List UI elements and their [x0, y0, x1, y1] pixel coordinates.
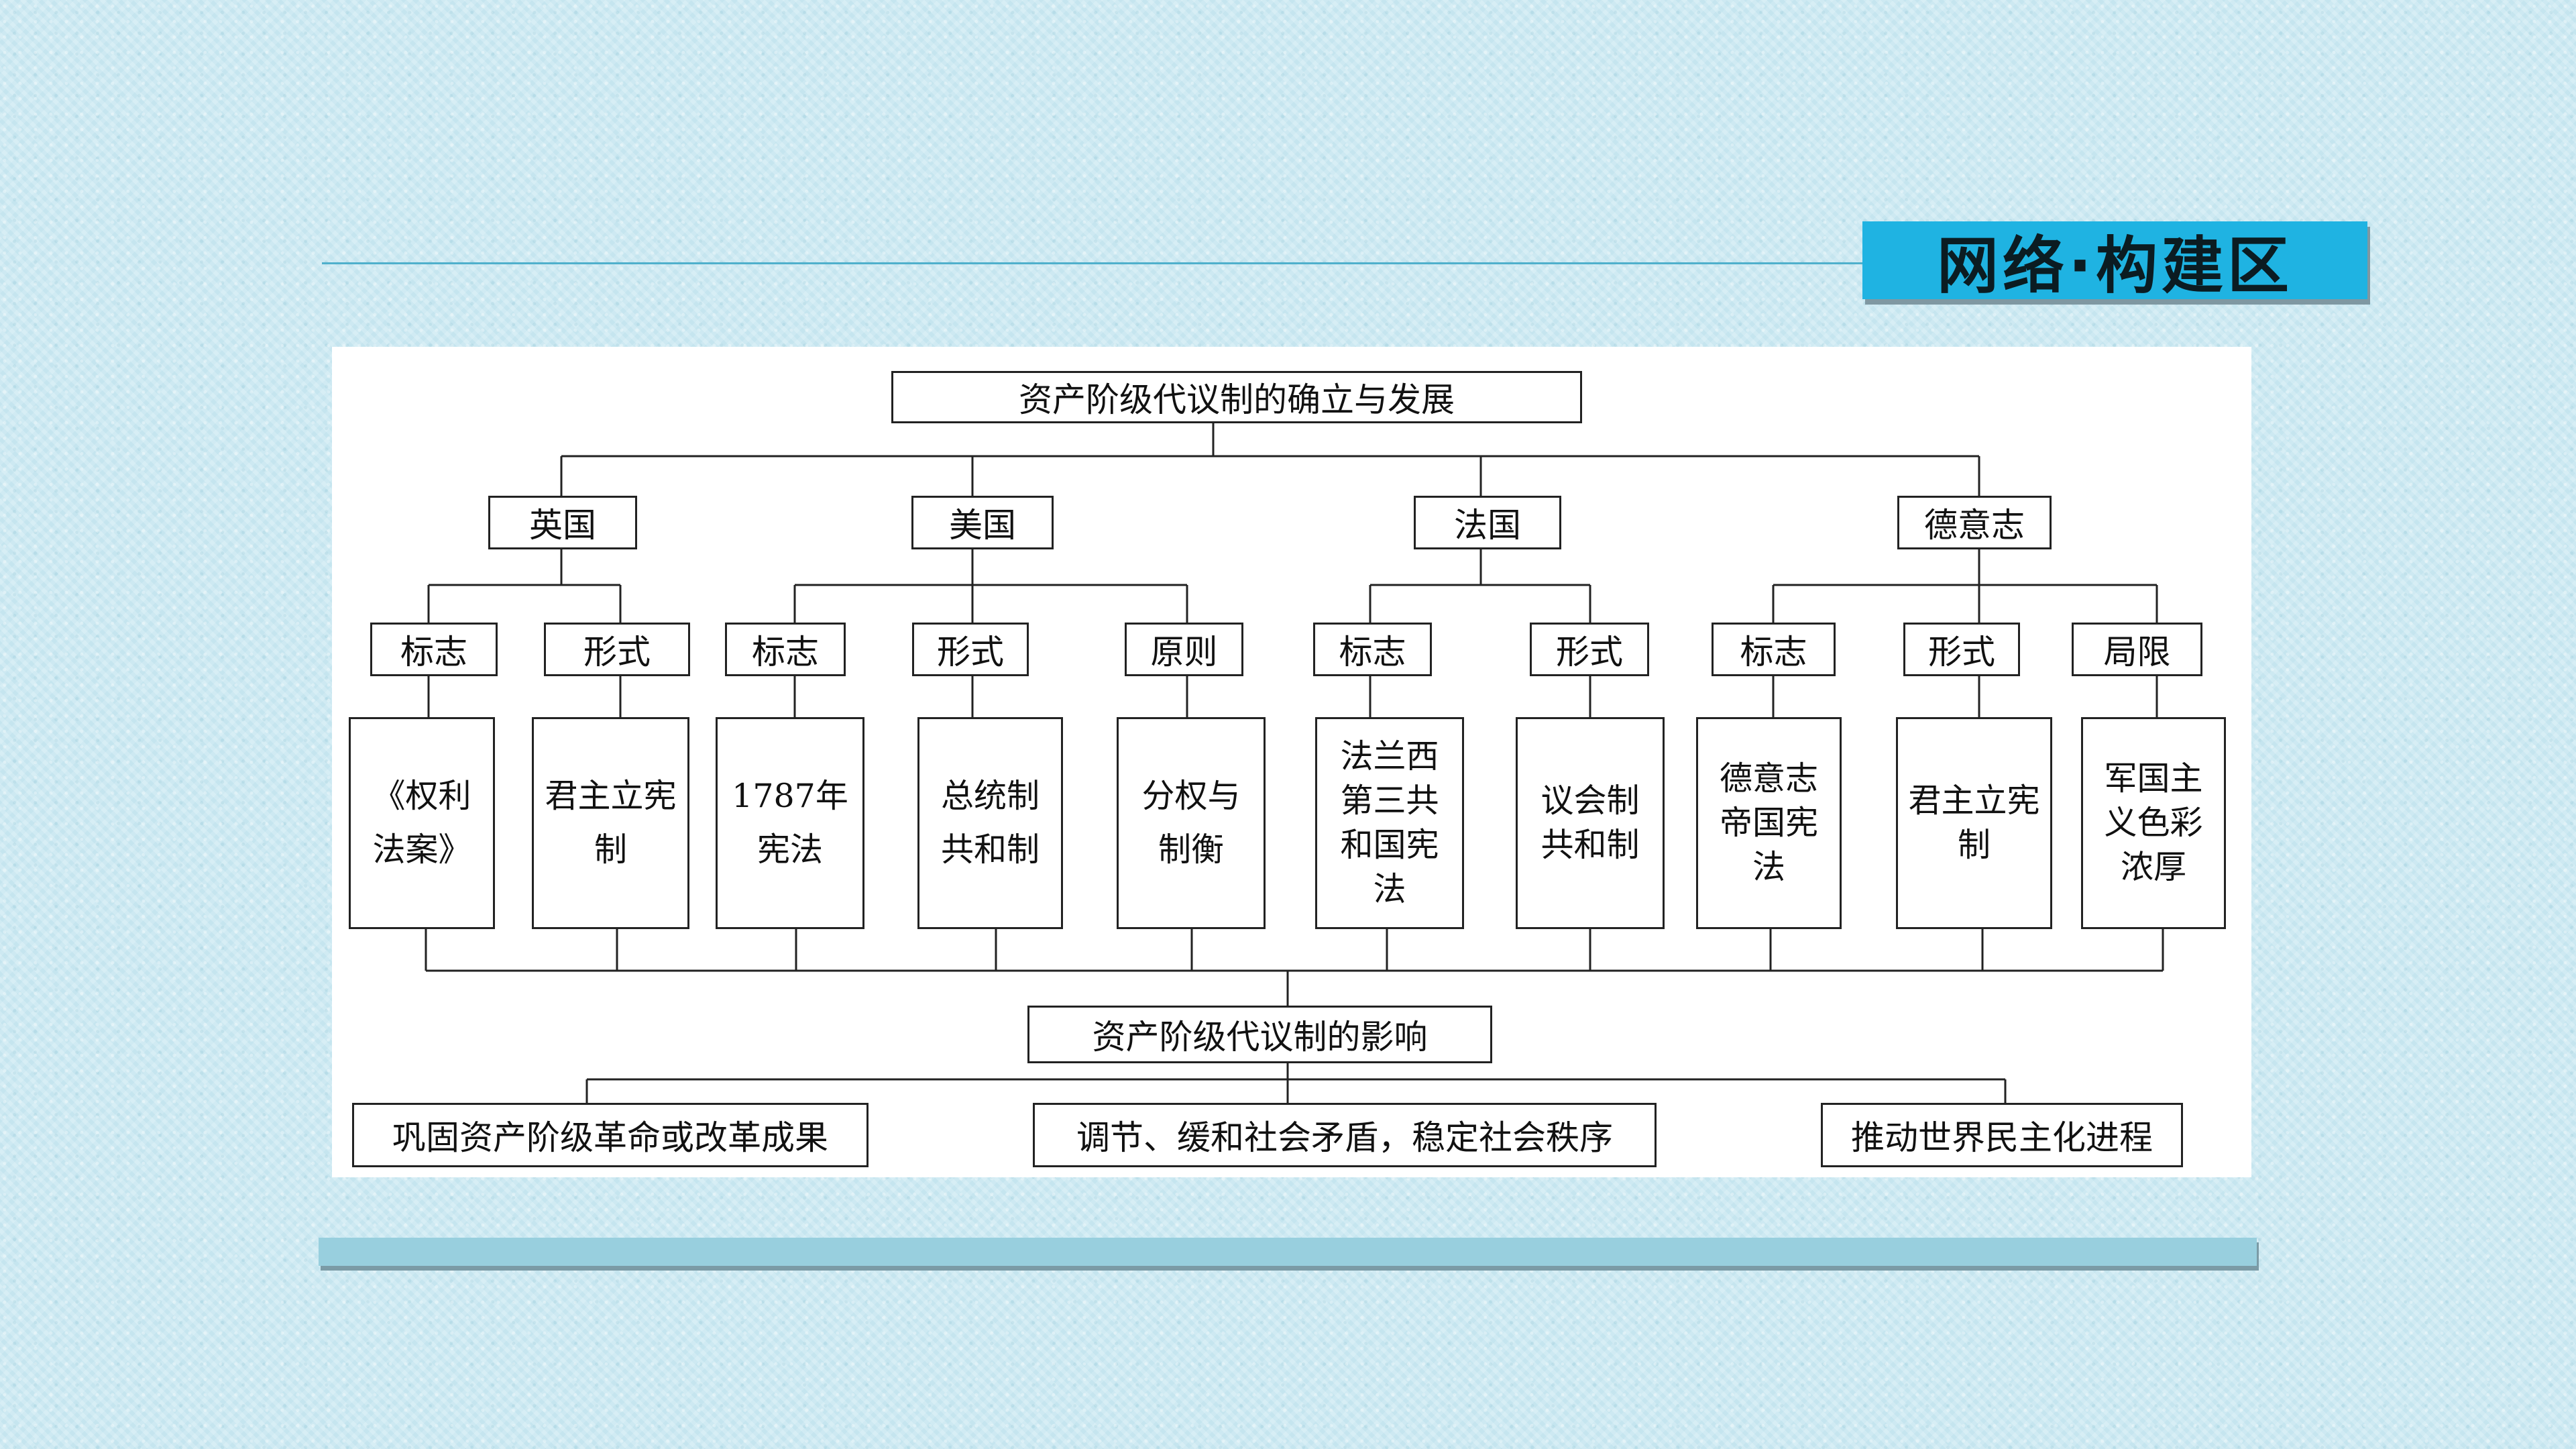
- detail-germany-constitutional-monarchy: 君主立宪制: [1896, 717, 2052, 929]
- connector-lines: [425, 423, 2164, 1103]
- influence-title: 资产阶级代议制的影响: [1027, 1006, 1492, 1063]
- diagram-panel: 资产阶级代议制的确立与发展 英国 美国 法国 德意志 标志 形式 标志 形式 原…: [332, 347, 2251, 1177]
- diagram-title: 资产阶级代议制的确立与发展: [891, 371, 1582, 423]
- country-france: 法国: [1414, 496, 1561, 549]
- aspect-germany-form: 形式: [1903, 623, 2020, 676]
- aspect-usa-marker: 标志: [725, 623, 846, 676]
- header-rule: [322, 262, 1864, 264]
- aspect-england-marker: 标志: [370, 623, 498, 676]
- detail-german-empire-constitution: 德意志帝国宪法: [1696, 717, 1842, 929]
- detail-england-constitutional-monarchy: 君主立宪制: [532, 717, 689, 929]
- country-usa: 美国: [911, 496, 1054, 549]
- aspect-germany-marker: 标志: [1712, 623, 1836, 676]
- influence-democratization: 推动世界民主化进程: [1821, 1103, 2183, 1167]
- influence-consolidate-revolution: 巩固资产阶级革命或改革成果: [352, 1103, 869, 1167]
- country-germany: 德意志: [1897, 496, 2052, 549]
- influence-social-stability: 调节、缓和社会矛盾，稳定社会秩序: [1033, 1103, 1657, 1167]
- aspect-usa-principle: 原则: [1125, 623, 1243, 676]
- aspect-england-form: 形式: [544, 623, 690, 676]
- aspect-usa-form: 形式: [912, 623, 1029, 676]
- detail-bill-of-rights: 《权利法案》: [349, 717, 495, 929]
- aspect-france-form: 形式: [1530, 623, 1649, 676]
- section-badge: 网络·构建区: [1862, 221, 2367, 302]
- bottom-bar: [319, 1238, 2257, 1266]
- detail-parliamentary-republic: 议会制共和制: [1516, 717, 1665, 929]
- aspect-germany-limitation: 局限: [2072, 623, 2202, 676]
- detail-1787-constitution: 1787年宪法: [716, 717, 864, 929]
- detail-militarism: 军国主义色彩浓厚: [2081, 717, 2226, 929]
- detail-third-republic-constitution: 法兰西第三共和国宪法: [1315, 717, 1464, 929]
- aspect-france-marker: 标志: [1313, 623, 1432, 676]
- detail-presidential-republic: 总统制共和制: [917, 717, 1063, 929]
- country-england: 英国: [488, 496, 637, 549]
- detail-checks-and-balances: 分权与制衡: [1117, 717, 1266, 929]
